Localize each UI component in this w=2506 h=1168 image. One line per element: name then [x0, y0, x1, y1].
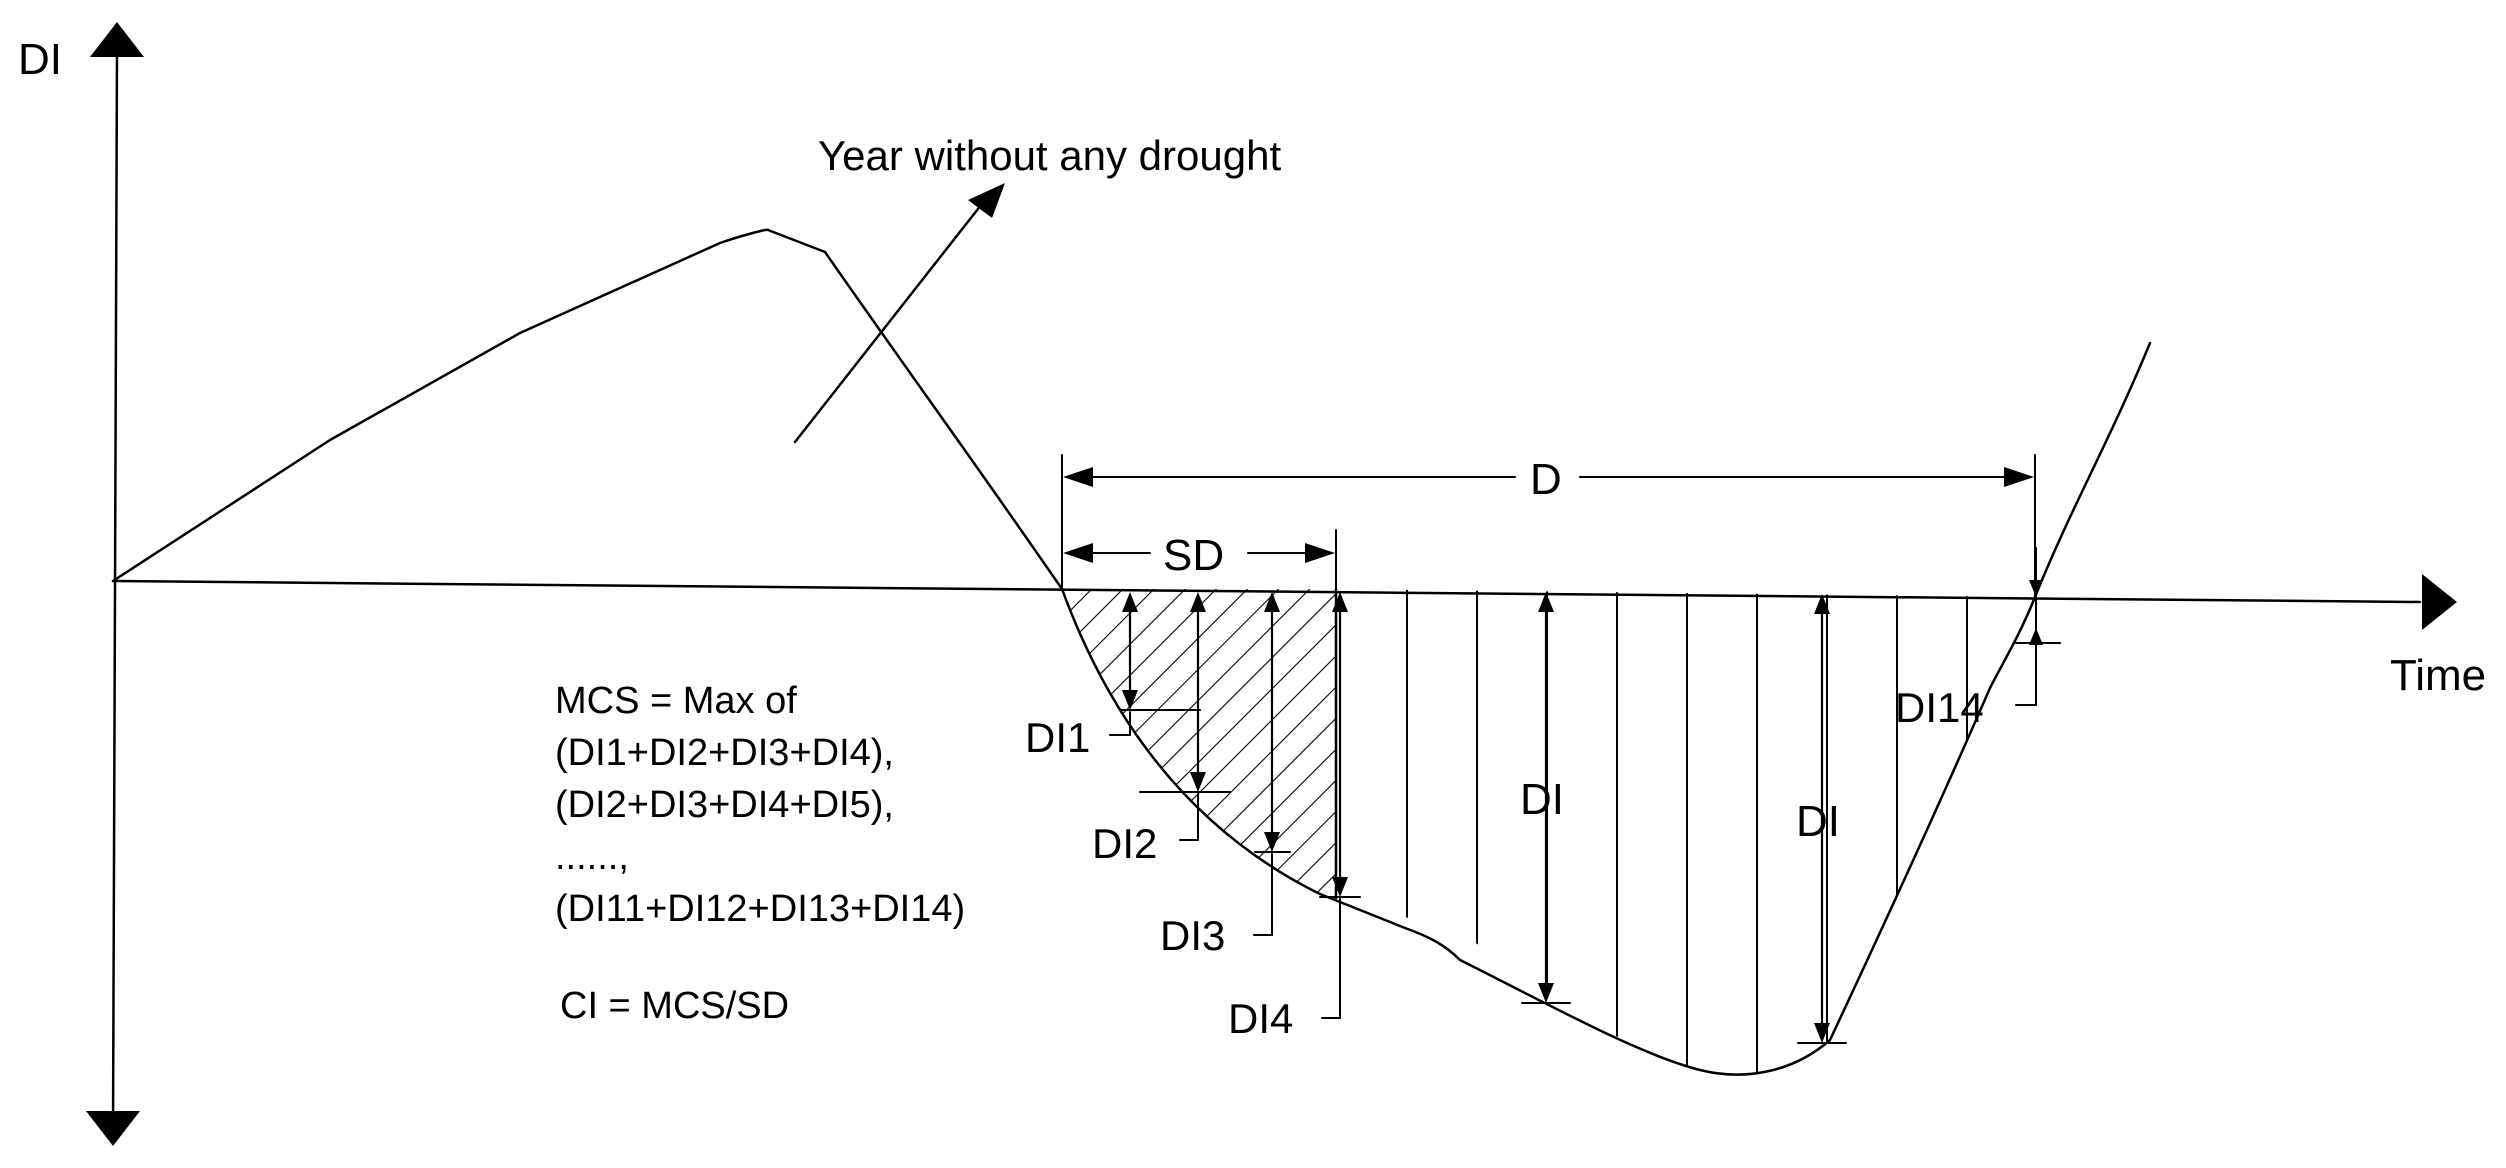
di1-marker [1109, 592, 1201, 736]
y-axis-label: DI [18, 35, 62, 84]
x-axis-arrow [2422, 574, 2457, 630]
d-dimension [1061, 454, 2036, 598]
formula-line-3: (DI2+DI3+DI4+DI5), [555, 784, 894, 826]
di-mid-marker [1521, 592, 1571, 1004]
di2-label: DI2 [1092, 820, 1157, 867]
formula-line-2: (DI1+DI2+DI3+DI4), [555, 732, 894, 774]
formula-line-4: ......, [555, 836, 629, 878]
no-drought-pointer [793, 183, 1005, 444]
formula-line-1: MCS = Max of [555, 680, 797, 722]
di4-marker [1319, 592, 1361, 1019]
y-axis-arrow-up [90, 22, 144, 57]
di-right-marker [1797, 594, 1847, 1044]
di1-label: DI1 [1025, 714, 1090, 761]
di14-label: DI14 [1895, 684, 1984, 731]
di-curve [111, 228, 2152, 1076]
no-drought-label: Year without any drought [818, 132, 1281, 179]
formula-line-5: (DI11+DI12+DI13+DI14) [555, 888, 965, 930]
interval-lines [1406, 589, 1968, 1075]
di4-label: DI4 [1228, 995, 1293, 1042]
d-label: D [1530, 455, 1562, 504]
di-right-label: DI [1796, 797, 1840, 846]
x-axis-label: Time [2390, 651, 2486, 700]
di3-label: DI3 [1160, 912, 1225, 959]
formula-block: MCS = Max of (DI1+DI2+DI3+DI4), (DI2+DI3… [555, 680, 965, 1027]
sd-dimension [1063, 529, 1337, 591]
di3-marker [1253, 592, 1291, 936]
di2-marker [1139, 592, 1231, 841]
di-mid-label: DI [1520, 775, 1564, 824]
di14-marker [2015, 547, 2061, 706]
y-axis-arrow-down [86, 1111, 140, 1146]
y-axis [86, 22, 144, 1146]
ci-formula: CI = MCS/SD [560, 985, 789, 1027]
sd-label: SD [1163, 531, 1224, 580]
